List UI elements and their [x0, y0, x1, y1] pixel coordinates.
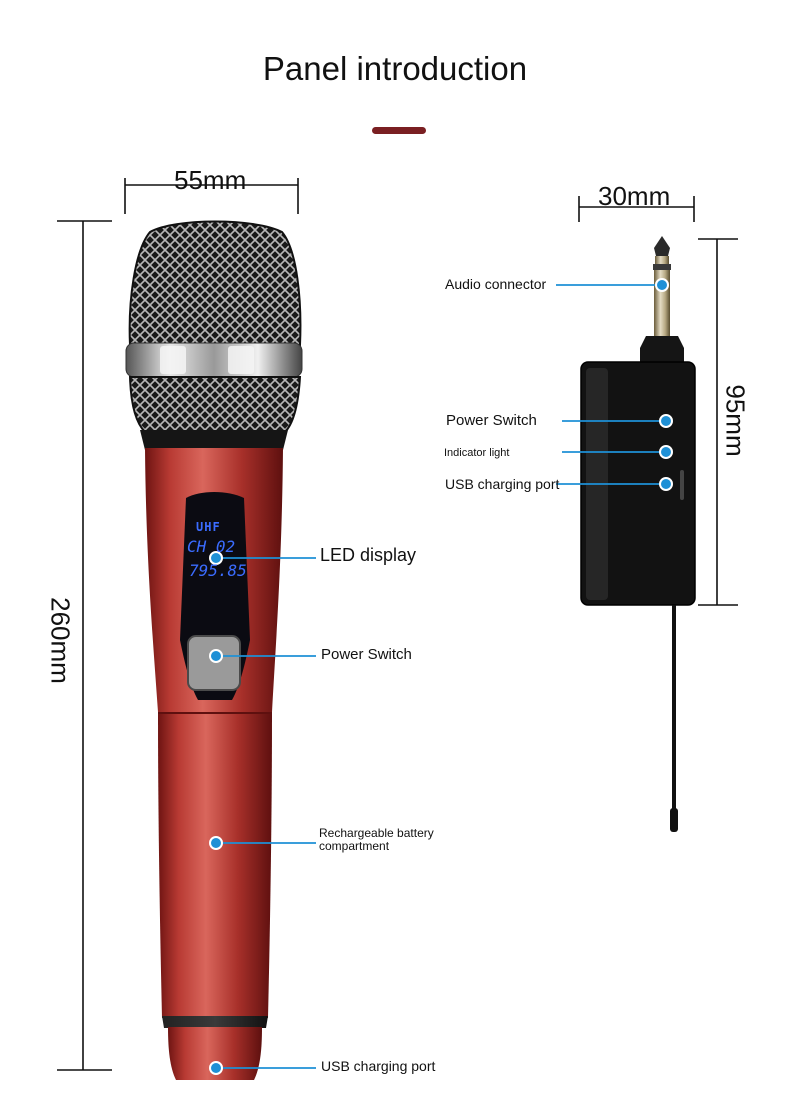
mic-width-dimension-lines: [124, 178, 299, 214]
page-title: Panel introduction: [262, 50, 528, 87]
receiver-height-label: 95mm: [720, 384, 751, 457]
lcd-frequency: 795.85: [189, 561, 247, 580]
mic-power-switch-label: Power Switch: [321, 646, 412, 663]
receiver-height-dimension-lines: [698, 238, 738, 606]
callout-dots: [209, 278, 673, 1075]
receiver-width-label: 30mm: [598, 181, 671, 211]
lcd-channel: CH 02: [187, 537, 236, 556]
mic-usb-port-label: USB charging port: [321, 1058, 436, 1074]
receiver-power-switch-label: Power Switch: [446, 412, 537, 429]
battery-compartment-label: Rechargeable battery compartment: [319, 826, 434, 853]
mic-height-label: 260mm: [45, 597, 76, 684]
callout-lines: [216, 284, 666, 1069]
receiver-usb-port-label: USB charging port: [445, 476, 560, 492]
audio-connector-label: Audio connector: [445, 276, 547, 292]
title-accent-bar: [372, 127, 426, 134]
mic-width-label: 55mm: [174, 165, 247, 195]
mic-height-dimension-lines: [57, 220, 112, 1071]
receiver: [580, 236, 696, 832]
microphone: [125, 220, 303, 1080]
lcd-band: UHF: [196, 520, 221, 534]
led-display-label: LED display: [320, 545, 417, 565]
indicator-light-label: Indicator light: [444, 447, 510, 459]
receiver-width-dimension-lines: [578, 196, 695, 222]
